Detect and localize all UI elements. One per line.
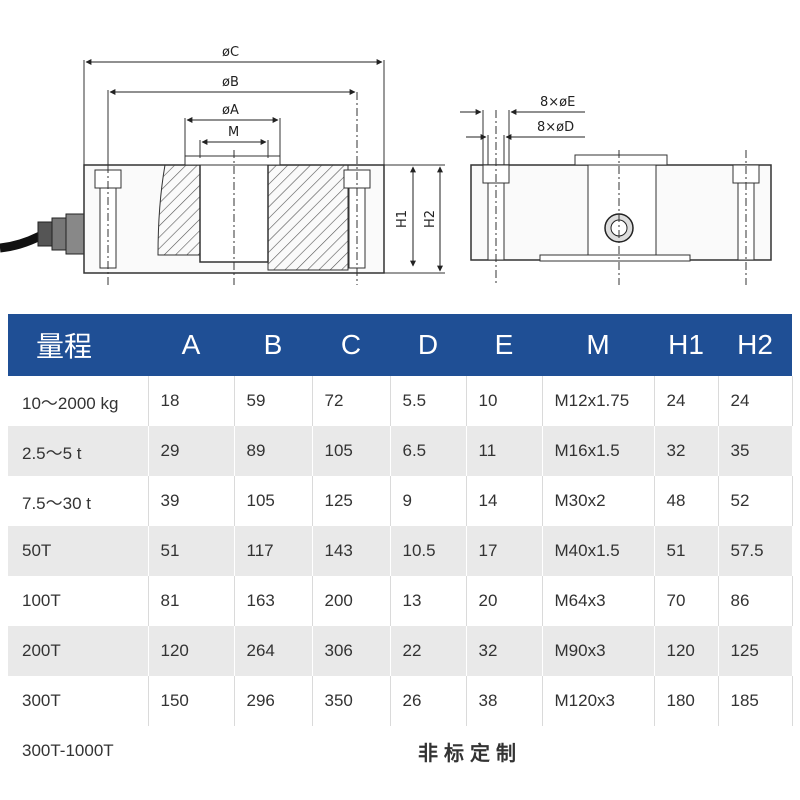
table-row: 10～2000 kg 18 59 72 5.5 10 M12x1.75 24 2… xyxy=(8,376,793,426)
cell-range: 200T xyxy=(8,626,149,676)
label-phi-b: øB xyxy=(222,75,239,90)
table-header-row: 量程 A B C D E M H1 H2 xyxy=(8,314,792,376)
cell-h2: 125 xyxy=(718,626,793,676)
label-m: M xyxy=(228,125,239,140)
header-c: C xyxy=(312,314,390,376)
cell-m: M40x1.5 xyxy=(542,526,655,576)
label-holes-d: 8×øD xyxy=(537,120,574,135)
table-row: 200T 120 264 306 22 32 M90x3 120 125 xyxy=(8,626,793,676)
dimension-lines xyxy=(83,59,445,274)
cell-b: 89 xyxy=(234,426,313,476)
cell-d: 5.5 xyxy=(390,376,467,426)
cell-h2: 24 xyxy=(718,376,793,426)
cell-h1: 51 xyxy=(654,526,719,576)
cable xyxy=(0,213,85,255)
header-m: M xyxy=(542,314,654,376)
cell-e: 17 xyxy=(466,526,543,576)
cell-b: 264 xyxy=(234,626,313,676)
cell-m: M12x1.75 xyxy=(542,376,655,426)
cell-h2: 35 xyxy=(718,426,793,476)
cell-b: 163 xyxy=(234,576,313,626)
cell-a: 150 xyxy=(148,676,235,726)
cell-c: 306 xyxy=(312,626,391,676)
header-range: 量程 xyxy=(8,314,148,376)
cell-d: 22 xyxy=(390,626,467,676)
cell-c: 143 xyxy=(312,526,391,576)
header-e: E xyxy=(466,314,542,376)
side-view xyxy=(460,109,772,285)
cell-range: 50T xyxy=(8,526,149,576)
cell-a: 81 xyxy=(148,576,235,626)
cell-h1: 70 xyxy=(654,576,719,626)
cell-b: 105 xyxy=(234,476,313,526)
technical-drawing: øC øB øA M H1 H2 8×øE 8×øD xyxy=(0,45,772,285)
table-row: 7.5～30 t 39 105 125 9 14 M30x2 48 52 xyxy=(8,476,793,526)
cell-e: 20 xyxy=(466,576,543,626)
cell-m: M16x1.5 xyxy=(542,426,655,476)
header-b: B xyxy=(234,314,312,376)
cell-e: 10 xyxy=(466,376,543,426)
cell-range: 300T xyxy=(8,676,149,726)
table-footer-row: 300T-1000T 非标定制 xyxy=(8,726,792,776)
cell-b: 59 xyxy=(234,376,313,426)
cell-h1: 32 xyxy=(654,426,719,476)
cell-d: 13 xyxy=(390,576,467,626)
label-holes-e: 8×øE xyxy=(540,95,575,110)
table-row: 300T 150 296 350 26 38 M120x3 180 185 xyxy=(8,676,793,726)
cell-m: M30x2 xyxy=(542,476,655,526)
cell-b: 117 xyxy=(234,526,313,576)
spec-table: 量程 A B C D E M H1 H2 10～2000 kg 18 59 72… xyxy=(8,314,793,776)
cell-h1: 120 xyxy=(654,626,719,676)
cell-e: 14 xyxy=(466,476,543,526)
cell-d: 26 xyxy=(390,676,467,726)
cell-h2: 86 xyxy=(718,576,793,626)
header-a: A xyxy=(148,314,234,376)
cell-h1: 180 xyxy=(654,676,719,726)
table-row: 100T 81 163 200 13 20 M64x3 70 86 xyxy=(8,576,793,626)
cell-a: 120 xyxy=(148,626,235,676)
cell-c: 350 xyxy=(312,676,391,726)
footer-custom-note: 非标定制 xyxy=(148,726,792,776)
header-d: D xyxy=(390,314,466,376)
cell-d: 9 xyxy=(390,476,467,526)
label-phi-a: øA xyxy=(222,103,239,118)
table-row: 50T 51 117 143 10.5 17 M40x1.5 51 57.5 xyxy=(8,526,793,576)
spec-table-container: 量程 A B C D E M H1 H2 10～2000 kg 18 59 72… xyxy=(8,314,793,794)
header-h1: H1 xyxy=(654,314,718,376)
cell-c: 72 xyxy=(312,376,391,426)
cell-c: 200 xyxy=(312,576,391,626)
cell-m: M90x3 xyxy=(542,626,655,676)
cell-h2: 185 xyxy=(718,676,793,726)
cell-c: 105 xyxy=(312,426,391,476)
cell-range: 2.5～5 t xyxy=(8,426,149,476)
label-h2: H2 xyxy=(423,210,438,228)
cell-e: 32 xyxy=(466,626,543,676)
cell-h1: 48 xyxy=(654,476,719,526)
cell-range: 100T xyxy=(8,576,149,626)
cell-d: 10.5 xyxy=(390,526,467,576)
cell-m: M64x3 xyxy=(542,576,655,626)
cell-a: 29 xyxy=(148,426,235,476)
cell-a: 51 xyxy=(148,526,235,576)
cell-m: M120x3 xyxy=(542,676,655,726)
label-phi-c: øC xyxy=(222,45,239,60)
cell-c: 125 xyxy=(312,476,391,526)
header-h2: H2 xyxy=(718,314,792,376)
cell-h1: 24 xyxy=(654,376,719,426)
cell-d: 6.5 xyxy=(390,426,467,476)
cell-e: 38 xyxy=(466,676,543,726)
cell-range: 7.5～30 t xyxy=(8,476,149,526)
footer-range: 300T-1000T xyxy=(8,726,148,776)
cell-b: 296 xyxy=(234,676,313,726)
cell-h2: 52 xyxy=(718,476,793,526)
cell-h2: 57.5 xyxy=(718,526,793,576)
cell-a: 18 xyxy=(148,376,235,426)
cell-e: 11 xyxy=(466,426,543,476)
table-row: 2.5～5 t 29 89 105 6.5 11 M16x1.5 32 35 xyxy=(8,426,793,476)
label-h1: H1 xyxy=(395,210,410,228)
cell-a: 39 xyxy=(148,476,235,526)
front-view xyxy=(83,92,385,285)
cell-range: 10～2000 kg xyxy=(8,376,149,426)
